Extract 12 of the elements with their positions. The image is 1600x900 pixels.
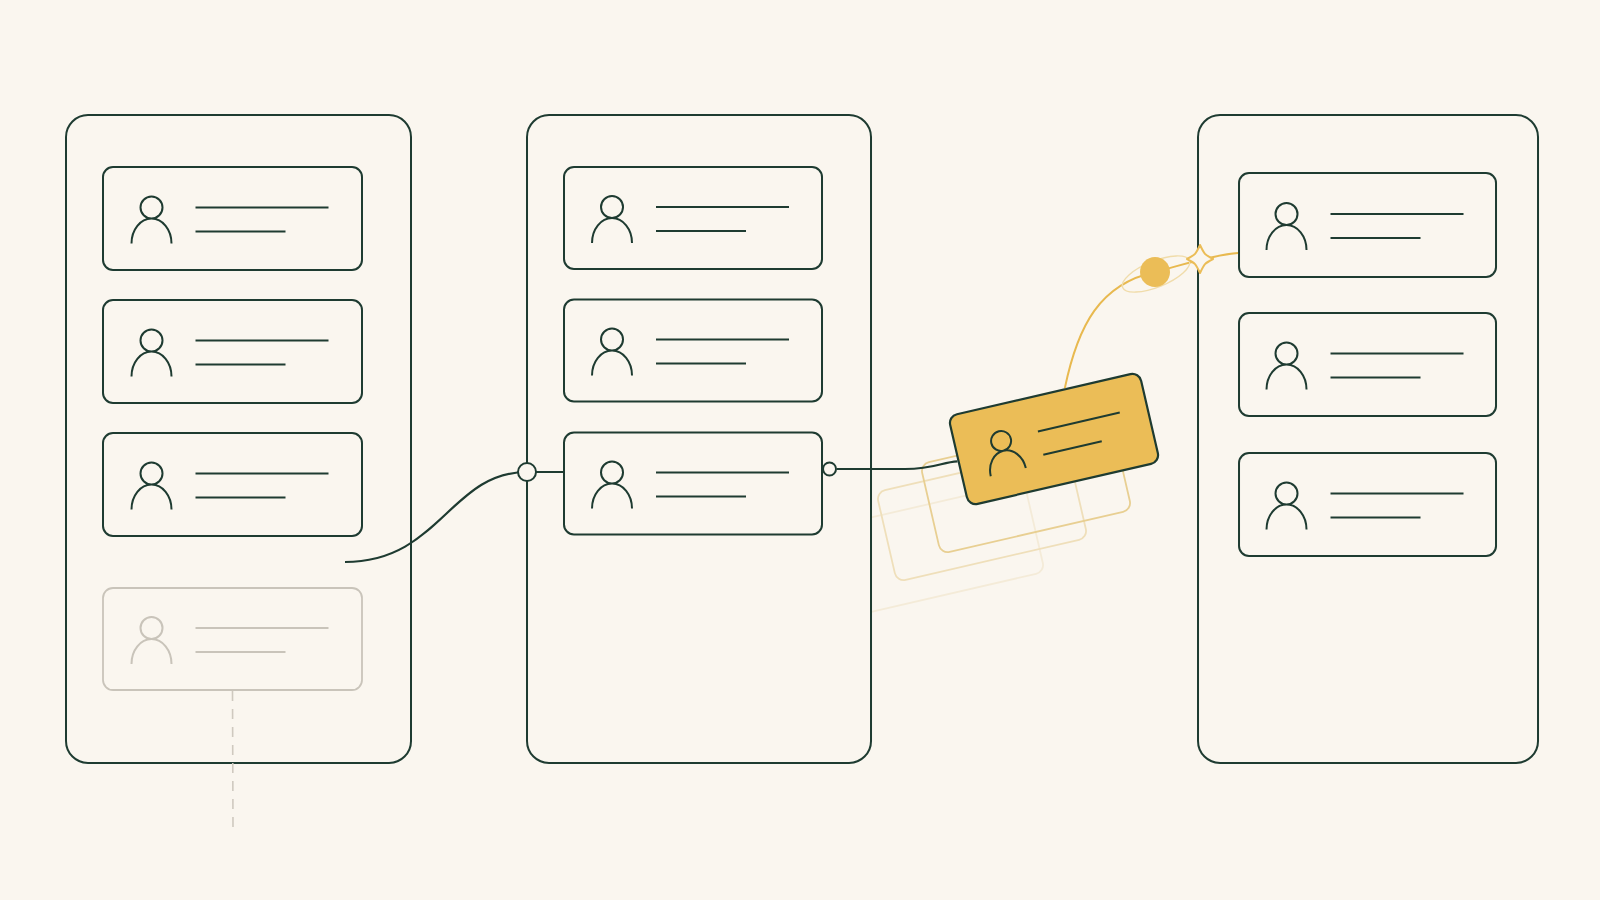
card	[948, 372, 1160, 506]
card	[102, 166, 363, 271]
card	[102, 299, 363, 404]
card	[563, 298, 823, 403]
card	[1238, 312, 1497, 417]
card	[1238, 452, 1497, 557]
connector-line	[837, 460, 958, 471]
card	[102, 432, 363, 537]
card	[102, 587, 363, 691]
connector-line	[344, 470, 563, 564]
card	[563, 166, 823, 270]
card	[1238, 172, 1497, 278]
